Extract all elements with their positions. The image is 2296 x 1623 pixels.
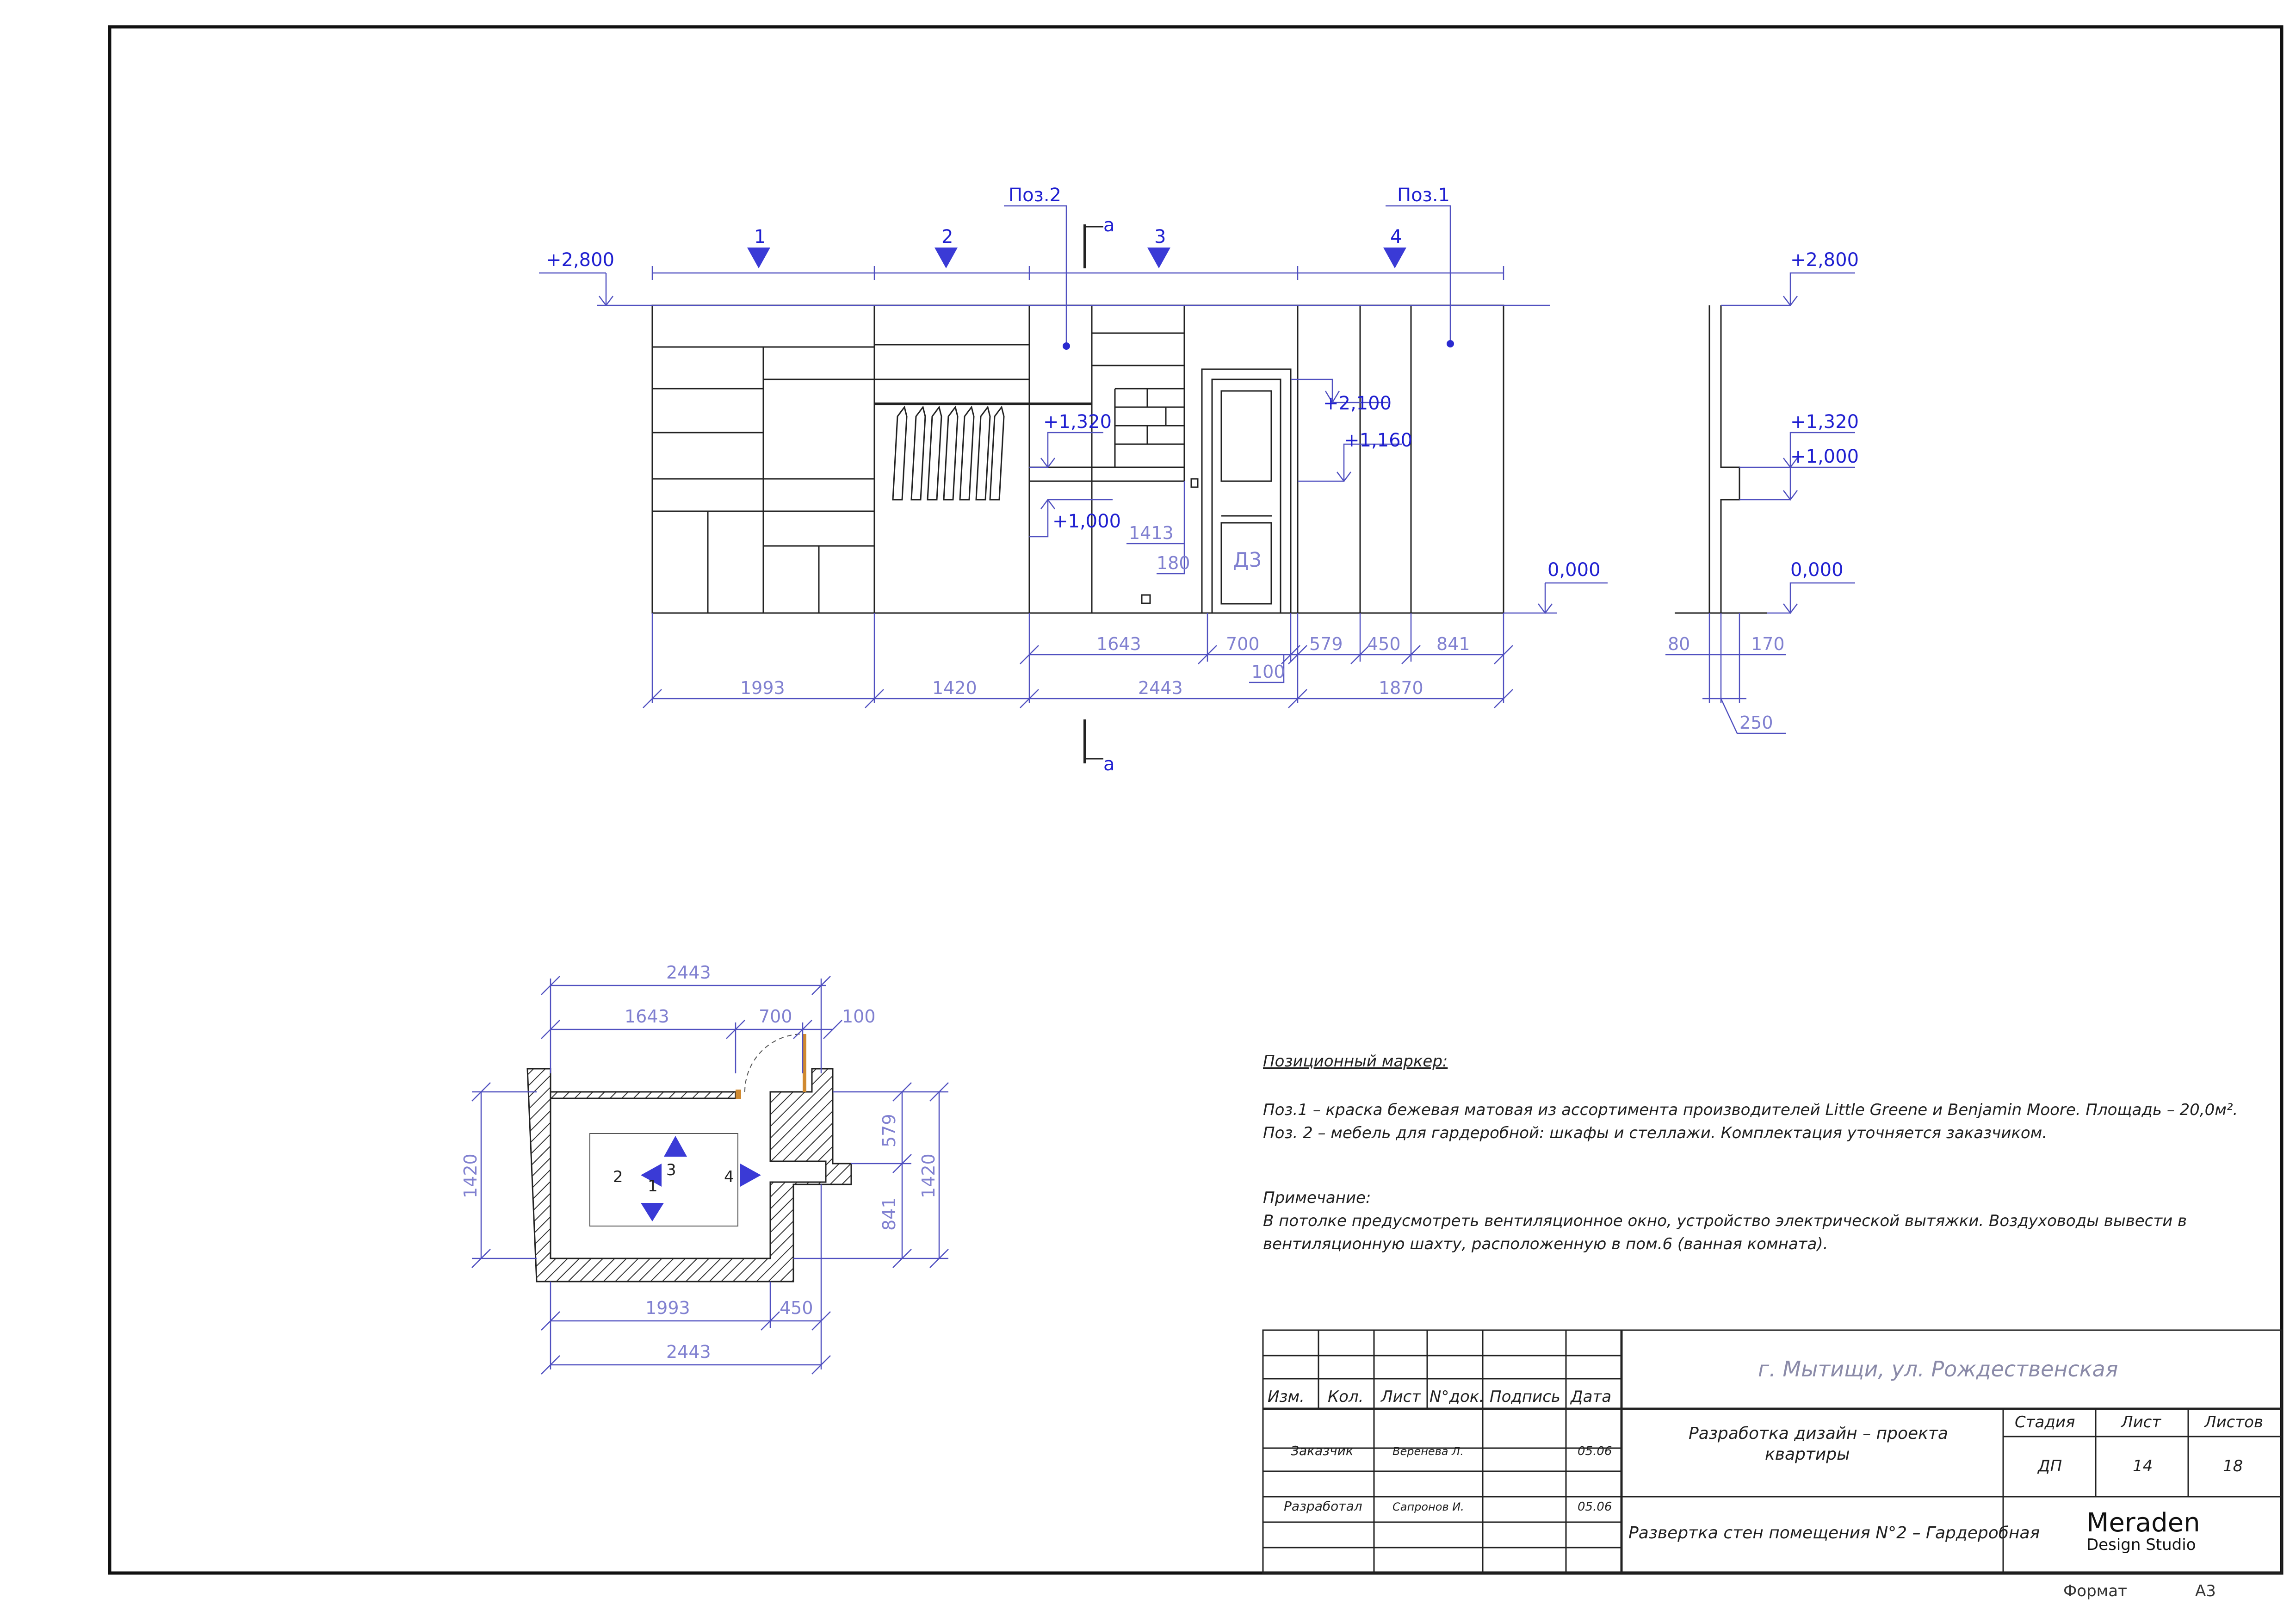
remark-line2: вентиляционную шахту, расположенную в по… bbox=[1263, 1235, 1828, 1253]
section-level-top: +2,800 bbox=[1790, 249, 1859, 271]
zone-number-4: 4 bbox=[1390, 226, 1402, 248]
hanging-clothes bbox=[892, 405, 1005, 501]
tb-developer-name: Сапронов И. bbox=[1392, 1500, 1464, 1513]
zone-number-1: 1 bbox=[754, 226, 766, 248]
tb-header-izm: Изм. bbox=[1268, 1388, 1305, 1406]
tb-sheets-value: 18 bbox=[2223, 1457, 2243, 1475]
level-2100: +2,100 bbox=[1323, 393, 1392, 414]
notes-pos2: Поз. 2 – мебель для гардеробной: шкафы и… bbox=[1263, 1124, 2047, 1142]
tb-sheets-label: Листов bbox=[2203, 1413, 2263, 1431]
dim-700: 700 bbox=[1226, 634, 1260, 654]
plan-dim-1993: 1993 bbox=[645, 1298, 690, 1318]
pos1-label: Поз.1 bbox=[1397, 185, 1450, 206]
tb-format-label: Формат bbox=[2063, 1582, 2127, 1600]
zone-number-3: 3 bbox=[1154, 226, 1166, 248]
tb-sheet-label: Лист bbox=[2120, 1413, 2161, 1431]
plan-dim-right-1420: 1420 bbox=[918, 1153, 939, 1198]
plan-dim-450: 450 bbox=[780, 1298, 813, 1318]
plan-dimensions bbox=[471, 976, 949, 1375]
level-1160: +1,160 bbox=[1344, 430, 1412, 451]
plan-dim-left-1420: 1420 bbox=[460, 1153, 481, 1198]
tb-company-sub: Design Studio bbox=[2086, 1536, 2196, 1554]
notes-heading: Позиционный маркер: bbox=[1263, 1052, 1448, 1071]
sheet-frame bbox=[108, 25, 2284, 1575]
tb-customer-date: 05.06 bbox=[1578, 1444, 1612, 1458]
tb-header-podpis: Подпись bbox=[1490, 1388, 1560, 1406]
dim-841: 841 bbox=[1436, 634, 1470, 654]
tb-customer-name: Веренева Л. bbox=[1392, 1445, 1464, 1458]
tb-sheet-value: 14 bbox=[2133, 1457, 2153, 1475]
section-mark-bottom: а bbox=[1103, 754, 1115, 775]
dim-1413: 1413 bbox=[1129, 523, 1174, 543]
section-mark-top: а bbox=[1103, 215, 1115, 236]
dim-450: 450 bbox=[1367, 634, 1401, 654]
plan-dim-top-2443: 2443 bbox=[666, 962, 711, 983]
door-label: Д3 bbox=[1233, 548, 1262, 572]
level-top: +2,800 bbox=[546, 249, 614, 271]
zone-number-2: 2 bbox=[941, 226, 953, 248]
level-zero: 0,000 bbox=[1547, 559, 1601, 581]
tb-header-kol: Кол. bbox=[1328, 1388, 1363, 1406]
plan-marker-3: 3 bbox=[666, 1161, 676, 1179]
tb-stage-value: ДП bbox=[2037, 1457, 2062, 1475]
dim-579: 579 bbox=[1309, 634, 1343, 654]
dim-2443: 2443 bbox=[1138, 678, 1183, 698]
level-1000: +1,000 bbox=[1052, 511, 1121, 532]
remark-line1: В потолке предусмотреть вентиляционное о… bbox=[1263, 1212, 2187, 1230]
plan-dim-100: 100 bbox=[842, 1006, 876, 1027]
level-1320: +1,320 bbox=[1043, 411, 1112, 433]
zone-markers bbox=[747, 248, 1406, 268]
section-dim-80: 80 bbox=[1668, 634, 1690, 654]
tb-company: Meraden bbox=[2086, 1508, 2200, 1538]
section-level-zero: 0,000 bbox=[1790, 559, 1844, 581]
section-dim-250: 250 bbox=[1739, 712, 1773, 733]
elevation-drawing bbox=[651, 304, 1504, 614]
tb-header-data: Дата bbox=[1570, 1388, 1611, 1406]
tb-format-value: А3 bbox=[2195, 1582, 2216, 1600]
tb-stage-label: Стадия bbox=[2015, 1413, 2075, 1431]
dim-180: 180 bbox=[1157, 553, 1190, 573]
tb-developer-role: Разработал bbox=[1284, 1499, 1362, 1514]
section-drawing bbox=[1675, 305, 1767, 614]
tb-address: г. Мытищи, ул. Рождественская bbox=[1758, 1357, 2118, 1381]
section-level-1000: +1,000 bbox=[1790, 446, 1859, 467]
tb-project-2: квартиры bbox=[1765, 1445, 1850, 1464]
plan-marker-2: 2 bbox=[613, 1168, 623, 1186]
plan-marker-1: 1 bbox=[648, 1177, 658, 1196]
section-dimensions bbox=[1665, 272, 1855, 734]
plan-dim-579: 579 bbox=[879, 1114, 899, 1147]
dim-1993: 1993 bbox=[740, 678, 785, 698]
tb-sheet-title: Развертка стен помещения N°2 – Гардеробн… bbox=[1628, 1524, 2040, 1542]
tb-project: Разработка дизайн – проекта bbox=[1689, 1424, 1948, 1443]
plan-marker-4: 4 bbox=[724, 1168, 734, 1186]
plan-dim-1643: 1643 bbox=[625, 1006, 669, 1027]
dim-1870: 1870 bbox=[1379, 678, 1423, 698]
pos2-label: Поз.2 bbox=[1009, 185, 1061, 206]
plan-dim-bottom-2443: 2443 bbox=[666, 1342, 711, 1362]
tb-customer-role: Заказчик bbox=[1291, 1443, 1354, 1458]
plan-dim-700: 700 bbox=[759, 1006, 792, 1027]
tb-developer-date: 05.06 bbox=[1578, 1500, 1612, 1514]
tb-header-ndok: N°док. bbox=[1430, 1388, 1484, 1406]
dim-1420: 1420 bbox=[932, 678, 977, 698]
elevation-dimensions bbox=[539, 205, 1608, 708]
dim-1643: 1643 bbox=[1096, 634, 1141, 654]
section-level-1320: +1,320 bbox=[1790, 411, 1859, 433]
dim-100: 100 bbox=[1251, 662, 1285, 682]
section-dim-170: 170 bbox=[1751, 634, 1785, 654]
remark-heading: Примечание: bbox=[1263, 1189, 1371, 1207]
notes-pos1: Поз.1 – краска бежевая матовая из ассорт… bbox=[1263, 1101, 2238, 1119]
title-block bbox=[1262, 1329, 2283, 1574]
tb-header-list: Лист bbox=[1380, 1388, 1421, 1406]
section-mark bbox=[1083, 224, 1103, 763]
floor-plan bbox=[526, 1034, 852, 1282]
plan-dim-841: 841 bbox=[879, 1197, 899, 1231]
